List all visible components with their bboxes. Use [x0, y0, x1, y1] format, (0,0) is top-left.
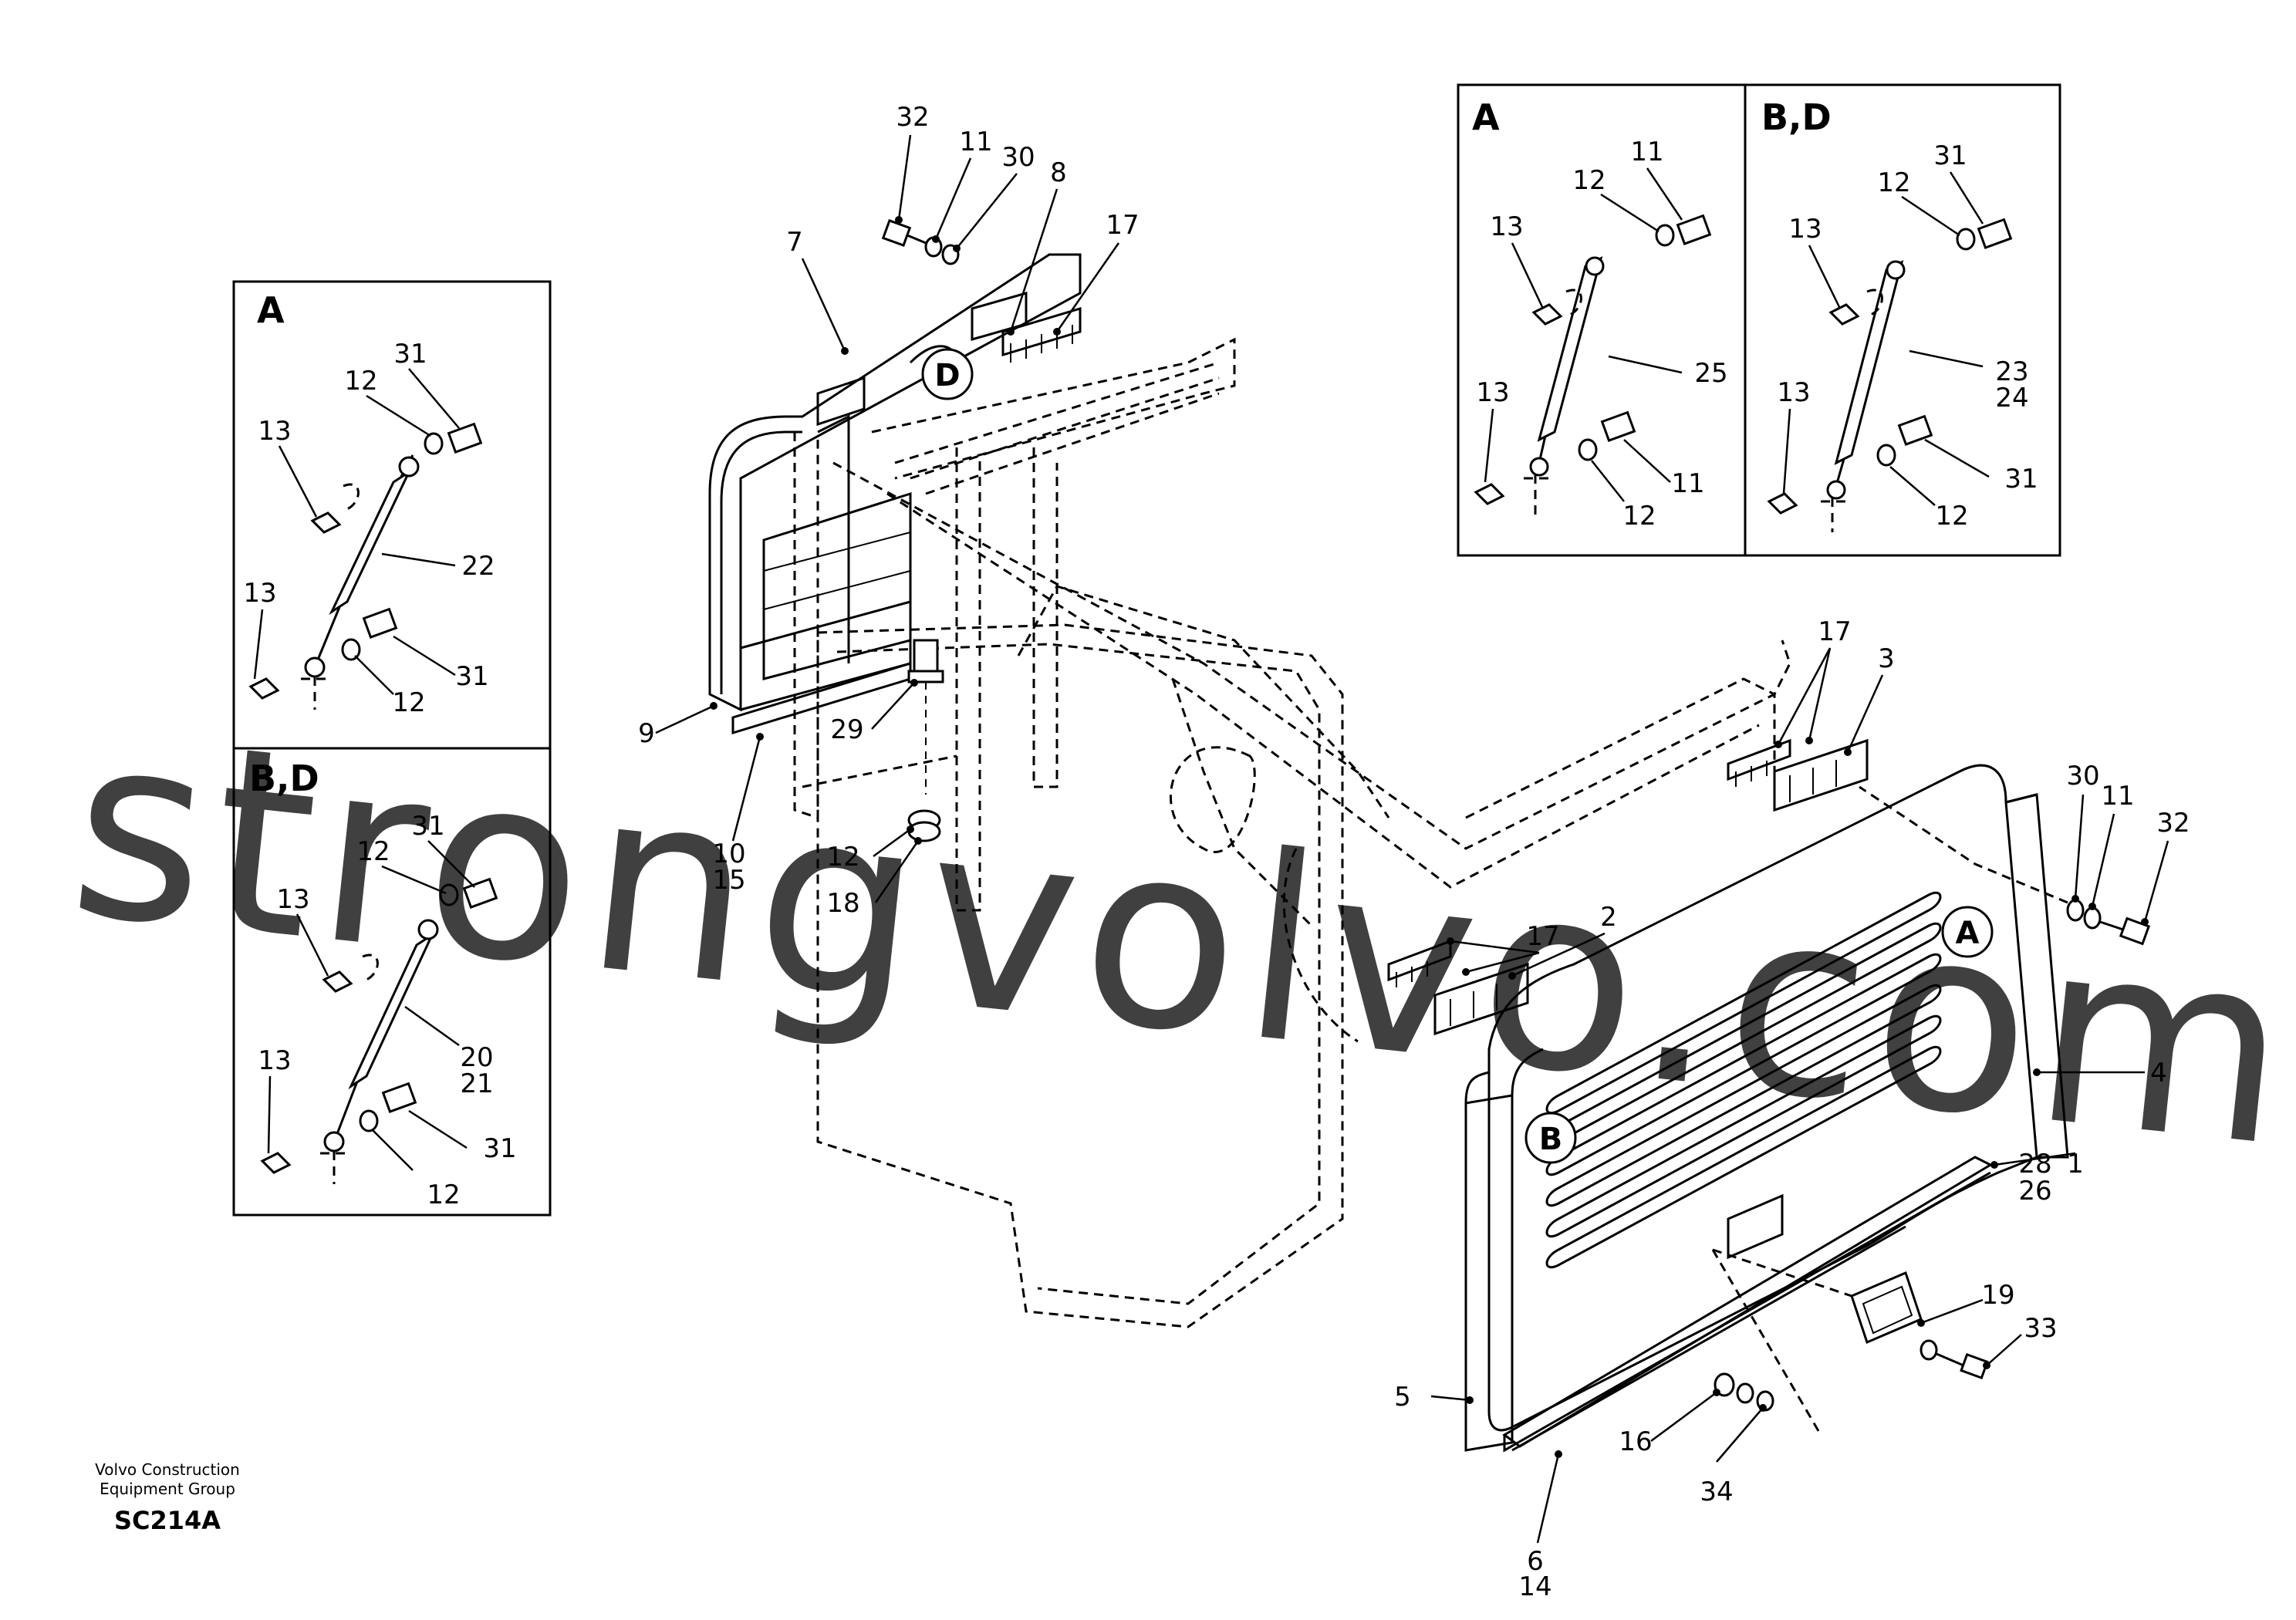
svg-text:12: 12 — [1622, 501, 1656, 532]
svg-text:A: A — [1956, 916, 1980, 951]
svg-text:13: 13 — [1490, 211, 1523, 242]
leader-lines — [655, 134, 2169, 1544]
hinge-brackets-top — [1001, 306, 1082, 363]
right-fasteners — [2066, 899, 2151, 946]
label-32-right: 32 — [2156, 808, 2190, 839]
gas-strut-22 — [248, 422, 483, 710]
label-29: 29 — [830, 714, 863, 745]
label-14: 14 — [1518, 1571, 1551, 1602]
label-12: 12 — [826, 842, 859, 872]
door-handle-latch — [1850, 1271, 1923, 1345]
diagram-code: SC214A — [114, 1506, 221, 1535]
svg-text:31: 31 — [2004, 464, 2038, 494]
label-8: 8 — [1050, 157, 1067, 188]
watermark-text: strongvolvo.com — [59, 677, 2296, 1204]
right-inset-a-title: A — [1472, 96, 1500, 138]
label-19: 19 — [1981, 1280, 2014, 1311]
svg-text:11: 11 — [1630, 137, 1663, 167]
label-15: 15 — [712, 865, 745, 896]
svg-text:12: 12 — [1877, 167, 1910, 198]
svg-text:13: 13 — [258, 416, 291, 447]
callout-circle-d: D — [921, 348, 974, 400]
label-9: 9 — [638, 718, 655, 749]
right-inset: A B,D 11 12 13 25 13 11 12 — [1457, 83, 2061, 557]
svg-text:13: 13 — [1476, 377, 1509, 408]
label-11-right: 11 — [2101, 781, 2134, 812]
callout-circle-a: A — [1941, 906, 1994, 958]
label-6: 6 — [1527, 1546, 1544, 1577]
label-28: 28 — [2018, 1149, 2051, 1180]
label-34: 34 — [1700, 1477, 1733, 1507]
label-17: 17 — [1106, 210, 1139, 241]
left-inset-a-title: A — [257, 289, 285, 331]
label-3: 3 — [1878, 643, 1895, 674]
frame-structure — [793, 337, 2068, 1436]
company-line-1: Volvo Construction — [95, 1460, 240, 1479]
label-16: 16 — [1619, 1426, 1652, 1457]
label-11: 11 — [959, 127, 992, 157]
svg-text:D: D — [934, 358, 960, 393]
label-4: 4 — [2150, 1058, 2167, 1088]
bottom-fasteners — [1714, 1339, 1989, 1412]
label-10: 10 — [712, 839, 745, 869]
svg-text:11: 11 — [1671, 468, 1704, 499]
svg-text:22: 22 — [461, 551, 495, 582]
label-30: 30 — [1001, 142, 1035, 173]
left-inset-bd-title: B,D — [249, 758, 319, 799]
svg-text:23: 23 — [1995, 356, 2028, 387]
label-26: 26 — [2018, 1176, 2051, 1207]
svg-text:12: 12 — [427, 1180, 460, 1210]
svg-text:31: 31 — [393, 339, 427, 370]
svg-text:20: 20 — [460, 1042, 493, 1073]
svg-text:31: 31 — [455, 661, 488, 692]
svg-text:31: 31 — [1933, 140, 1967, 171]
label-30-right: 30 — [2066, 761, 2099, 791]
svg-text:13: 13 — [276, 884, 309, 915]
label-17-right: 17 — [1818, 616, 1851, 647]
svg-text:B: B — [1539, 1122, 1563, 1157]
left-inset: A B,D 31 12 13 22 13 31 12 — [232, 280, 552, 1217]
company-line-2: Equipment Group — [100, 1480, 235, 1498]
svg-text:31: 31 — [411, 811, 444, 842]
label-5: 5 — [1394, 1382, 1411, 1412]
svg-text:12: 12 — [344, 366, 377, 397]
hinges-right — [1387, 738, 1869, 1036]
svg-text:13: 13 — [1777, 377, 1810, 408]
label-7: 7 — [786, 227, 803, 258]
gas-strut-25 — [1474, 214, 1712, 517]
svg-text:12: 12 — [1935, 501, 1968, 532]
gas-strut-23-24 — [1767, 218, 2013, 532]
svg-text:13: 13 — [1788, 214, 1822, 245]
label-1: 1 — [2067, 1149, 2084, 1180]
callout-circle-b: B — [1524, 1112, 1577, 1164]
arrowheads — [710, 216, 2149, 1458]
label-2: 2 — [1600, 902, 1617, 933]
gas-strut-20-21 — [260, 877, 498, 1184]
right-inset-bd-title: B,D — [1761, 96, 1832, 138]
label-17-mid: 17 — [1526, 921, 1559, 952]
svg-text:12: 12 — [356, 836, 390, 867]
top-fasteners — [881, 219, 960, 265]
latch-bolt — [907, 639, 944, 842]
svg-text:25: 25 — [1694, 358, 1727, 389]
svg-text:12: 12 — [392, 687, 425, 718]
svg-text:24: 24 — [1995, 383, 2028, 413]
svg-text:13: 13 — [243, 578, 276, 609]
label-18: 18 — [826, 888, 859, 919]
svg-text:31: 31 — [483, 1133, 516, 1164]
label-33: 33 — [2024, 1313, 2057, 1344]
part-labels: 32 11 30 8 7 17 9 29 10 15 12 18 17 3 17… — [638, 102, 2190, 1602]
footer-block: Volvo Construction Equipment Group SC214… — [95, 1460, 240, 1535]
svg-text:12: 12 — [1572, 165, 1606, 196]
svg-text:21: 21 — [460, 1068, 493, 1099]
vent-louvres — [1545, 891, 1942, 1269]
svg-text:13: 13 — [258, 1045, 291, 1076]
label-32: 32 — [896, 102, 929, 133]
